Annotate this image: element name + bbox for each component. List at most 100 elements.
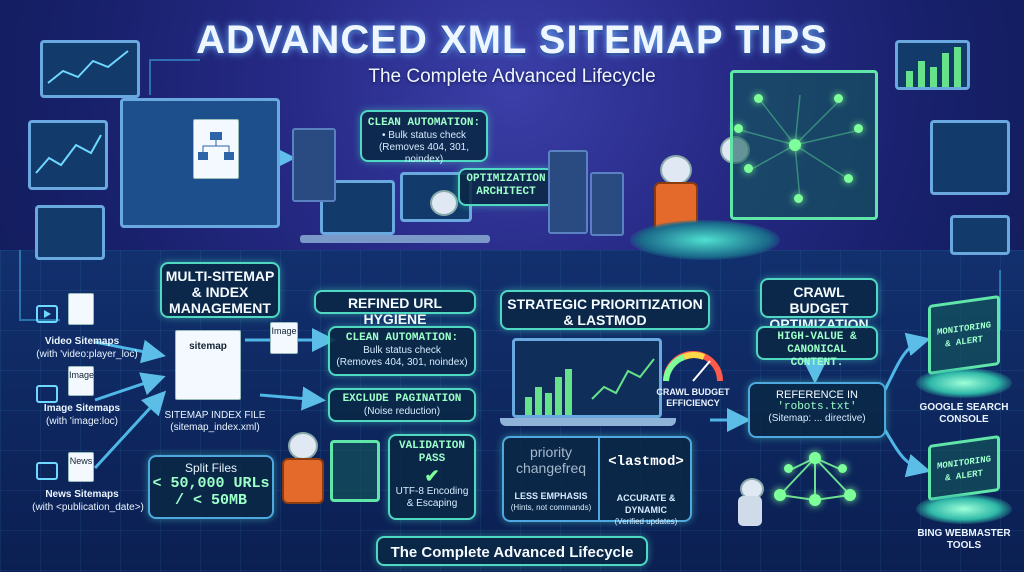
network-node bbox=[809, 494, 821, 506]
high-value-card: HIGH-VALUE & CANONICAL CONTENT. bbox=[756, 326, 878, 369]
monitor-left-low bbox=[35, 205, 105, 260]
validation-robot-vest bbox=[282, 458, 324, 504]
page-subtitle: The Complete Advanced Lifecycle bbox=[368, 66, 656, 87]
bing-label-1: BING WEBMASTER bbox=[917, 528, 1011, 539]
top-automation-line2: (Removes 404, 301, noindex) bbox=[378, 142, 470, 165]
network-robot-body bbox=[738, 496, 762, 526]
split-files-card: Split Files < 50,000 URLs / < 50MB bbox=[148, 455, 274, 519]
holo-table bbox=[630, 220, 780, 260]
optimization-architect-label: OPTIMIZATION ARCHITECT bbox=[458, 168, 554, 206]
high-value-line2: CANONICAL CONTENT. bbox=[787, 344, 847, 369]
holo-node bbox=[844, 174, 853, 183]
footer-banner-text: The Complete Advanced Lifecycle bbox=[390, 544, 634, 561]
validation-robot bbox=[288, 432, 318, 460]
url-hygiene-heading: REFINED URL HYGIENE bbox=[347, 295, 443, 327]
holo-node bbox=[744, 164, 753, 173]
accurate-caption: ACCURATE & DYNAMIC bbox=[616, 493, 676, 515]
image-sitemaps-detail: (with 'image:loc) bbox=[46, 416, 118, 427]
news-sitemaps-detail: (with <publication_date>) bbox=[32, 502, 144, 513]
architect-line2: ARCHITECT bbox=[476, 186, 536, 198]
crawl-budget-card: CRAWL BUDGET OPTIMIZATION bbox=[760, 278, 878, 332]
pagination-card: EXCLUDE PAGINATION (Noise reduction) bbox=[328, 388, 476, 422]
holo-node bbox=[854, 124, 863, 133]
page-title: ADVANCED XML SITEMAP TIPS bbox=[196, 18, 828, 62]
image-icon bbox=[36, 385, 58, 403]
accurate-detail: (Verified updates) bbox=[614, 517, 678, 526]
robots-line1: REFERENCE IN bbox=[776, 389, 858, 401]
footer-banner: The Complete Advanced Lifecycle bbox=[376, 536, 648, 566]
monitor-left-top bbox=[40, 40, 140, 98]
monitor-right-top bbox=[895, 40, 970, 90]
server-rack-2 bbox=[548, 150, 588, 234]
robots-txt-card: REFERENCE IN 'robots.txt' (Sitemap: ... … bbox=[748, 382, 886, 438]
server-rack bbox=[292, 128, 336, 202]
prioritization-line1: STRATEGIC PRIORITIZATION bbox=[507, 296, 703, 312]
multi-sitemap-line3: MANAGEMENT bbox=[169, 300, 271, 316]
video-icon bbox=[36, 305, 58, 323]
split-files-line2: / < 50MB bbox=[174, 492, 247, 509]
robots-line3: (Sitemap: ... directive) bbox=[768, 413, 866, 424]
google-label-1: GOOGLE SEARCH bbox=[919, 402, 1009, 413]
sitemap-doc-stack bbox=[193, 119, 239, 179]
holo-node bbox=[734, 124, 743, 133]
url-hygiene-card: REFINED URL HYGIENE bbox=[314, 290, 476, 327]
video-sitemaps-detail: (with 'video:player_loc) bbox=[36, 349, 138, 360]
news-sitemaps-title: News Sitemaps bbox=[45, 489, 119, 500]
top-automation-line1: • Bulk status check bbox=[381, 130, 467, 141]
network-node bbox=[784, 464, 793, 473]
main-monitor bbox=[120, 98, 280, 228]
split-files-line1: < 50,000 URLs bbox=[152, 475, 270, 492]
network-node bbox=[774, 489, 786, 501]
crawl-budget-line1: CRAWL BUDGET bbox=[789, 284, 849, 316]
robots-line2: 'robots.txt' bbox=[777, 401, 857, 413]
pagination-detail: (Noise reduction) bbox=[363, 406, 441, 417]
holo-node-center bbox=[789, 139, 801, 151]
video-doc bbox=[68, 293, 94, 325]
architect-line1: OPTIMIZATION bbox=[466, 173, 546, 185]
network-node bbox=[838, 464, 847, 473]
top-automation-heading: CLEAN AUTOMATION: bbox=[367, 117, 481, 129]
holo-node bbox=[754, 94, 763, 103]
holo-node bbox=[834, 94, 843, 103]
validation-line4: & Escaping bbox=[406, 498, 458, 509]
gauge-icon bbox=[660, 345, 726, 385]
monitor-right-mid bbox=[930, 120, 1010, 195]
network-node-center bbox=[809, 452, 821, 464]
less-emphasis-detail: (Hints, not commands) bbox=[510, 503, 592, 512]
architect-robot bbox=[430, 190, 458, 216]
high-value-line1: HIGH-VALUE & bbox=[777, 331, 857, 343]
validation-line1: VALIDATION bbox=[398, 440, 465, 452]
prioritization-line2: & LASTMOD bbox=[563, 312, 647, 328]
multi-sitemap-line2: & INDEX bbox=[191, 284, 249, 300]
video-sitemaps-title: Video Sitemaps bbox=[44, 336, 120, 347]
validation-line3: UTF-8 Encoding bbox=[395, 486, 469, 497]
lastmod-tag: <lastmod> bbox=[608, 454, 684, 470]
priority-tag: priority bbox=[529, 444, 572, 460]
changefreq-tag: changefreq bbox=[515, 460, 587, 476]
desk bbox=[300, 235, 490, 243]
multi-sitemap-line1: MULTI-SITEMAP bbox=[165, 268, 275, 284]
holo-node bbox=[794, 194, 803, 203]
google-portal bbox=[916, 368, 1012, 398]
news-icon bbox=[36, 462, 58, 480]
robot-center bbox=[660, 155, 692, 185]
mid-automation-heading: CLEAN AUTOMATION: bbox=[345, 332, 459, 344]
multi-sitemap-card: MULTI-SITEMAP & INDEX MANAGEMENT bbox=[160, 262, 280, 318]
less-emphasis-caption: LESS EMPHASIS bbox=[514, 491, 588, 501]
sitemap-index-doc: sitemap bbox=[175, 330, 241, 400]
validation-line2: PASS bbox=[418, 453, 446, 465]
bing-label-2: TOOLS bbox=[946, 540, 982, 551]
bing-portal bbox=[916, 494, 1012, 524]
holo-network-panel bbox=[730, 70, 878, 220]
analytics-laptop bbox=[512, 338, 662, 418]
index-file-path: (sitemap_index.xml) bbox=[170, 422, 260, 433]
google-label-2: CONSOLE bbox=[939, 414, 989, 425]
checkmark-icon: ✔ bbox=[424, 466, 440, 486]
mid-clean-automation-card: CLEAN AUTOMATION: Bulk status check (Rem… bbox=[328, 326, 476, 376]
image-sitemaps-title: Image Sitemaps bbox=[43, 403, 121, 414]
desk-monitor-left bbox=[320, 180, 395, 235]
prioritization-card: STRATEGIC PRIORITIZATION & LASTMOD bbox=[500, 290, 710, 330]
mid-automation-line1: Bulk status check bbox=[363, 345, 441, 356]
monitor-left-mid bbox=[28, 120, 108, 190]
laptop-base bbox=[500, 418, 676, 426]
